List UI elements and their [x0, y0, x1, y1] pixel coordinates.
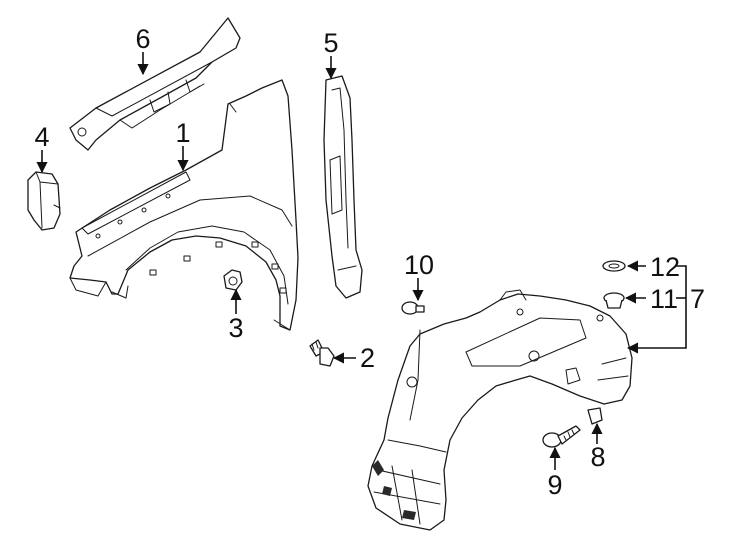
part-10-clip[interactable] — [401, 301, 425, 315]
callout-11: 11 — [650, 284, 678, 314]
part-8-clip-nut[interactable] — [587, 407, 603, 425]
leader-lines — [36, 52, 687, 470]
part-2-bolt[interactable] — [309, 339, 335, 367]
part-11-grommet[interactable] — [603, 292, 625, 309]
callout-7: 7 — [690, 284, 705, 314]
callout-9: 9 — [547, 470, 562, 500]
callout-10: 10 — [404, 250, 434, 280]
callout-4: 4 — [34, 122, 49, 152]
part-9-screw[interactable] — [542, 425, 581, 448]
part-12-washer[interactable] — [602, 260, 626, 272]
callout-6: 6 — [135, 24, 150, 54]
part-1-fender[interactable] — [69, 79, 299, 331]
callout-3: 3 — [228, 313, 243, 343]
part-5-seal[interactable] — [323, 75, 363, 299]
part-6-cowl-reinforcement[interactable] — [69, 17, 241, 151]
callout-2: 2 — [360, 343, 375, 373]
callout-labels: 1 2 3 4 5 6 7 8 9 10 11 12 — [34, 24, 705, 500]
callout-12: 12 — [650, 252, 680, 282]
part-3-nut[interactable] — [223, 269, 243, 291]
part-7-fender-liner[interactable] — [367, 289, 633, 531]
callout-5: 5 — [323, 28, 338, 58]
callout-8: 8 — [590, 442, 605, 472]
part-4-bracket[interactable] — [27, 171, 61, 231]
callout-1: 1 — [175, 118, 190, 148]
